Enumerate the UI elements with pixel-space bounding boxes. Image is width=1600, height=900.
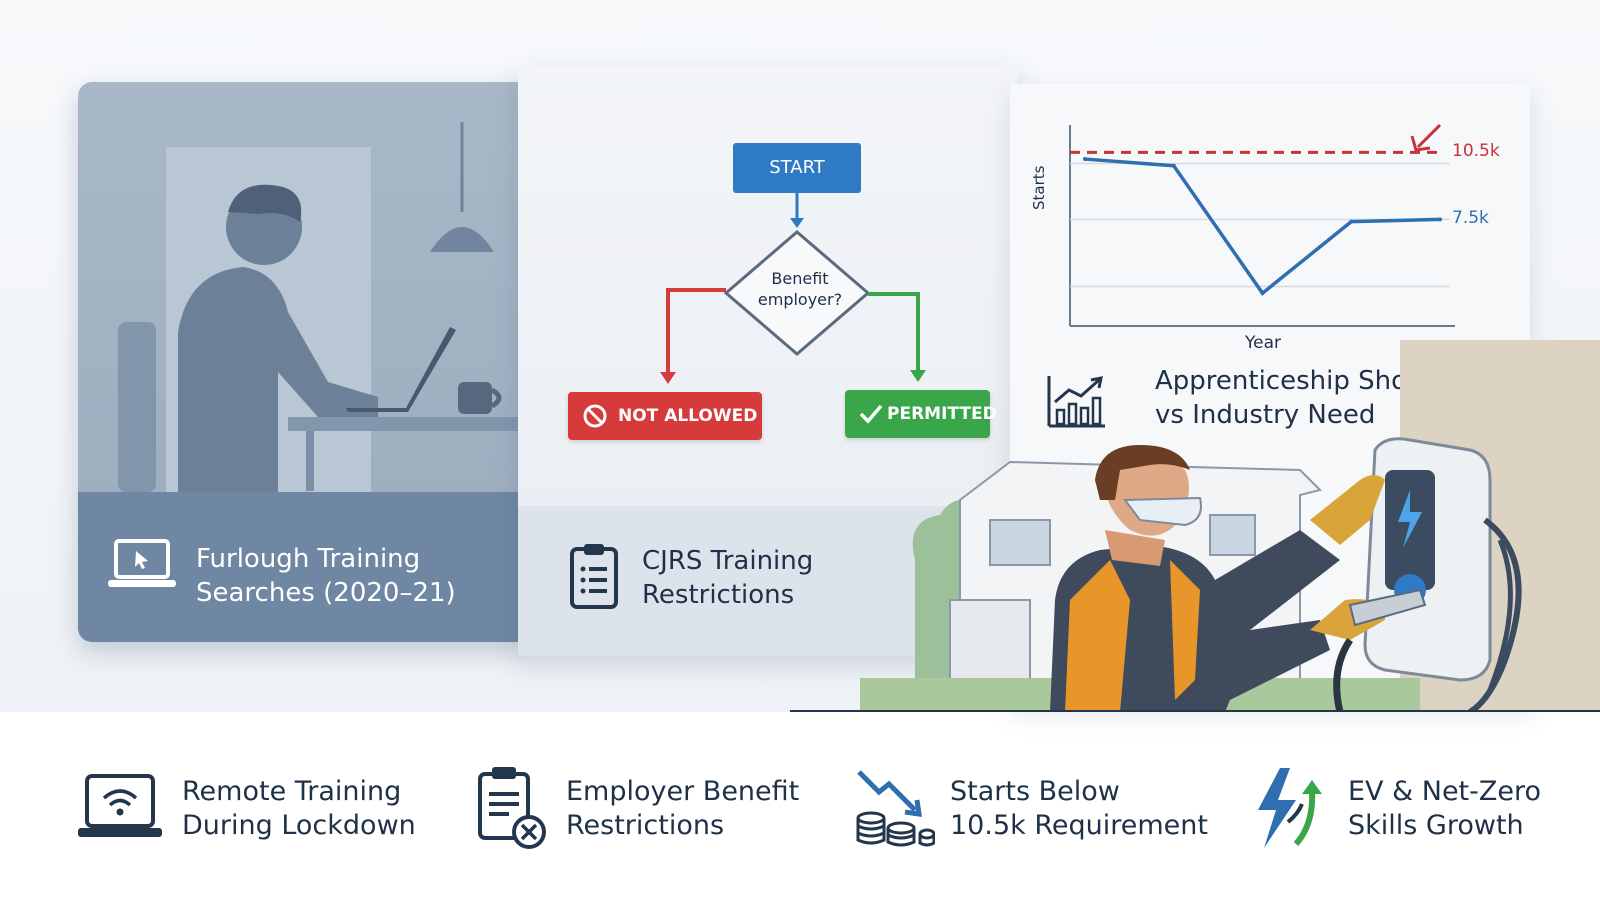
person-laptop-illustration (118, 122, 528, 492)
laptop-wifi-icon (78, 774, 162, 837)
x-axis-label: Year (1245, 333, 1281, 353)
alert-arrow-icon (1416, 123, 1442, 149)
feature-strip-background (0, 712, 1600, 900)
alert-arrowhead (1410, 135, 1431, 152)
not-allowed-label: NOT ALLOWED (618, 406, 758, 426)
not-allowed-box: NOT ALLOWED (568, 392, 762, 440)
clipboard-icon (570, 544, 618, 609)
flowchart-decision-label: Benefit employer? (757, 269, 843, 309)
furlough-panel: Furlough Training Searches (2020–21) (78, 82, 528, 642)
feature-starts-below: Starts Below 10.5k Requirement (950, 776, 1208, 841)
decision-diamond (723, 230, 871, 356)
ev-charger-technician-illustration (790, 340, 1600, 712)
series-point-2 (1260, 291, 1265, 296)
coins-down-icon (856, 770, 935, 847)
series-point-0 (1083, 157, 1087, 162)
threshold-label: 10.5k (1452, 141, 1500, 162)
growth-chart-icon (1047, 376, 1105, 428)
furlough-title: Furlough Training Searches (2020–21) (196, 544, 456, 608)
furlough-caption-bar: Furlough Training Searches (2020–21) (78, 492, 528, 642)
checkmark-icon (859, 404, 883, 424)
feature-employer-benefit: Employer Benefit Restrictions (566, 776, 800, 841)
laptop-cursor-icon (108, 539, 176, 587)
series-point-3 (1349, 219, 1354, 224)
clipboard-x-icon (478, 767, 546, 849)
series-points (1083, 157, 1442, 296)
end-value-label: 7.5k (1452, 208, 1489, 229)
flowchart-start-box: START (733, 143, 861, 193)
bolt-growth-icon (1258, 768, 1322, 848)
feature-ev-net-zero: EV & Net-Zero Skills Growth (1348, 776, 1542, 841)
permitted-label: PERMITTED (887, 404, 997, 424)
series-point-1 (1171, 163, 1176, 168)
cjrs-title: CJRS Training Restrictions (642, 546, 814, 610)
feature-remote-training: Remote Training During Lockdown (182, 776, 416, 841)
flowchart-connectors (660, 193, 926, 384)
permitted-box: PERMITTED (845, 390, 997, 438)
prohibited-icon (583, 404, 607, 428)
series-point-4 (1438, 217, 1442, 222)
apprenticeship-chart (1069, 123, 1455, 327)
